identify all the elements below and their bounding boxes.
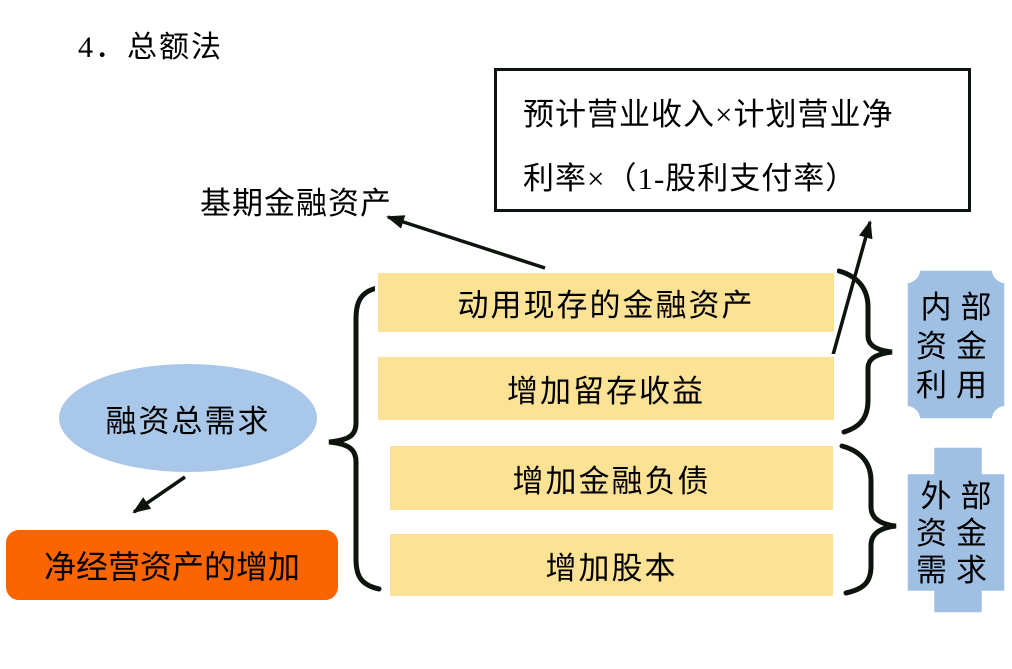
arrow-to-formula-box (831, 220, 873, 356)
internal-funds-line1: 内部 (920, 290, 1001, 325)
arrow-to-base-assets-label (386, 215, 546, 270)
funding-source-label: 增加留存收益 (507, 374, 705, 409)
formula-line-1: 预计营业收入×计划营业净 (523, 97, 894, 132)
base-financial-assets-label: 基期金融资产 (200, 186, 392, 221)
brace-internal-funds (836, 268, 893, 435)
brace-total-funding-need (328, 285, 382, 592)
internal-funds-label: 内部资金利用 (905, 288, 1007, 405)
internal-funds-plaque-shape (905, 268, 1007, 421)
internal-funds-line3: 利用 (916, 368, 996, 403)
external-funds-line2: 资金 (916, 516, 996, 551)
formula-line-2: 利率×（1-股利支付率） (523, 161, 858, 196)
funding-source-box-use-existing-assets: 动用现存的金融资产 (375, 270, 837, 335)
arrow-to-net-operating-assets (132, 475, 186, 514)
total-funding-need-label: 融资总需求 (105, 403, 271, 439)
external-funds-label: 外部资金需求 (905, 478, 1007, 589)
formula-box: 预计营业收入×计划营业净 利率×（1-股利支付率） (494, 68, 971, 212)
funding-source-label: 增加金融负债 (512, 463, 711, 499)
net-operating-assets-label: 净经营资产的增加 (43, 549, 300, 585)
internal-funds-line2: 资金 (916, 329, 996, 364)
funding-source-box-financial-liabilities: 增加金融负债 (387, 443, 836, 513)
total-funding-need-ellipse: 融资总需求 (57, 362, 319, 474)
net-operating-assets-box: 净经营资产的增加 (3, 527, 341, 603)
external-funds-line1: 外部 (920, 479, 1001, 514)
external-funds-line3: 需求 (916, 553, 996, 588)
funding-source-box-equity: 增加股本 (387, 531, 836, 599)
brace-external-funds (839, 443, 897, 596)
page-title: 4．总额法 (78, 31, 223, 64)
funding-source-label: 增加股本 (545, 550, 678, 586)
external-funds-cross-shape (905, 445, 1007, 615)
funding-source-label: 动用现存的金融资产 (457, 288, 755, 323)
funding-source-box-retained-earnings: 增加留存收益 (375, 354, 837, 423)
